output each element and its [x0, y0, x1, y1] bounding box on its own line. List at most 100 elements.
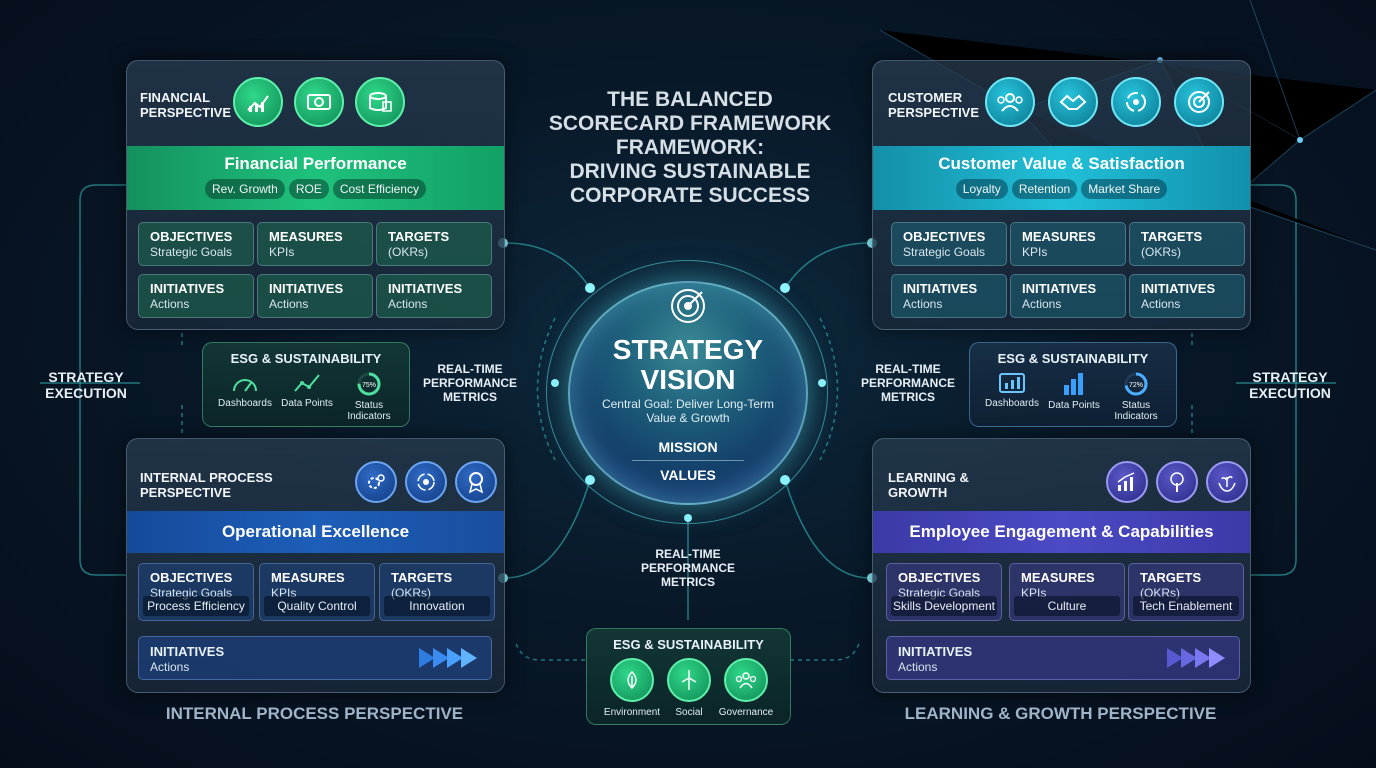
cell-heading: Objectives: [903, 229, 986, 244]
label-text: REAL-TIME: [655, 547, 721, 561]
cell-heading: Objectives: [150, 229, 233, 244]
internal-footer-label: INTERNAL PROCESS PERSPECTIVE: [165, 704, 464, 723]
divider: [632, 460, 744, 461]
line-chart-icon: [294, 374, 320, 392]
dashboards-item: Dashboards: [977, 371, 1047, 409]
cell-sub: Actions: [150, 297, 190, 311]
cell-sub: Strategic Goals: [150, 245, 233, 259]
cell-heading: Initiatives: [1141, 281, 1216, 296]
values-label: VALUES: [660, 467, 716, 483]
title-line: FRAMEWORK:: [615, 136, 765, 159]
item-label: Data Points: [281, 398, 333, 409]
handshake-icon: [1048, 77, 1098, 127]
item-label: Social: [675, 707, 703, 718]
cell-tag: Tech Enablement: [1133, 596, 1239, 616]
initiatives-cell: InitiativesActions: [1010, 274, 1126, 318]
bar-heading: Initiatives: [150, 644, 225, 659]
esg-title: ESG & SUSTAINABILITY: [613, 637, 764, 652]
title-line: CORPORATE SUCCESS: [570, 184, 810, 207]
item-label: Environment: [603, 707, 661, 718]
cell-heading: Initiatives: [903, 281, 978, 296]
panel-title: INTERNAL PROCESS PERSPECTIVE: [140, 470, 273, 500]
bar-heading: Initiatives: [898, 644, 973, 659]
chevron-arrows-icon: [419, 648, 477, 668]
objectives-cell: ObjectivesStrategic Goals: [138, 222, 254, 266]
cell-heading: Targets: [391, 570, 453, 585]
label-text: REAL-TIME: [875, 362, 941, 376]
title-line: SCORECARD FRAMEWORK: [548, 112, 832, 135]
title-text: LEARNING &: [888, 470, 969, 485]
title-text: PERSPECTIVE: [140, 485, 232, 500]
title-text: INTERNAL PROCESS: [140, 470, 273, 485]
status-indicators-item: 72% Status Indicators: [1101, 371, 1171, 422]
money-icon: [294, 77, 344, 127]
bar-sub: Actions: [150, 660, 190, 674]
cell-sub: Actions: [388, 297, 428, 311]
panel-title: CUSTOMER PERSPECTIVE: [888, 90, 979, 120]
award-icon: [455, 461, 497, 503]
chip-rev-growth: Rev. Growth: [205, 179, 285, 199]
label-text: PERFORMANCE: [860, 376, 955, 390]
initiatives-bar: Initiatives Actions: [138, 636, 492, 680]
esg-panel-right: ESG & SUSTAINABILITY Dashboards Data Poi…: [969, 342, 1177, 427]
sphere-orbit-ring: [546, 260, 828, 524]
goal-text: Central Goal: Deliver Long-Term: [601, 397, 775, 411]
cell-sub: Actions: [1022, 297, 1062, 311]
dashboards-item: Dashboards: [210, 371, 280, 409]
label-text: METRICS: [661, 575, 715, 589]
title-text: VISION: [640, 364, 736, 395]
learning-band: Employee Engagement & Capabilities: [873, 511, 1250, 553]
item-label: Status Indicators: [1114, 400, 1158, 422]
cell-heading: Objectives: [150, 570, 233, 585]
page-title: THE BALANCED SCORECARD FRAMEWORK FRAMEWO…: [525, 88, 855, 208]
cell-sub: Actions: [269, 297, 309, 311]
cell-sub: (OKRs): [1141, 245, 1181, 259]
esg-panel-left: ESG & SUSTAINABILITY Dashboards Data Poi…: [202, 342, 410, 427]
mission-label: MISSION: [658, 439, 718, 455]
chip-loyalty: Loyalty: [955, 179, 1008, 199]
chevron-arrows-icon: [1167, 648, 1225, 668]
cell-heading: Measures: [269, 229, 343, 244]
measures-cell: MeasuresKPIs: [257, 222, 373, 266]
central-goal: Central Goal: Deliver Long-Term Value & …: [570, 397, 806, 425]
cell-tag: Culture: [1014, 596, 1120, 616]
label-text: EXECUTION: [1249, 385, 1331, 401]
measures-cell: MeasuresKPIs: [1010, 222, 1126, 266]
label-text: REAL-TIME: [437, 362, 503, 376]
esg-title: ESG & SUSTAINABILITY: [997, 351, 1149, 366]
cell-heading: Initiatives: [1022, 281, 1097, 296]
label-text: STRATEGY: [1252, 369, 1328, 385]
cell-heading: Initiatives: [269, 281, 344, 296]
growth-chart-icon: [233, 77, 283, 127]
item-label: Governance: [718, 707, 774, 718]
targets-cell: Targets(OKRs): [376, 222, 492, 266]
title-text: GROWTH: [888, 485, 948, 500]
cell-heading: Targets: [1140, 570, 1202, 585]
status-percent: 72%: [1129, 382, 1143, 389]
band-title: Customer Value & Satisfaction: [938, 154, 1185, 173]
social-item: Social: [653, 658, 725, 718]
leaf-icon: [610, 658, 654, 702]
cell-heading: Initiatives: [150, 281, 225, 296]
cell-tag: Skills Development: [891, 596, 997, 616]
cell-heading: Targets: [1141, 229, 1203, 244]
status-ring: 75%: [357, 372, 381, 396]
chip-market-share: Market Share: [1081, 179, 1168, 199]
title-text: CUSTOMER: [888, 90, 963, 105]
title-line: DRIVING SUSTAINABLE: [569, 160, 811, 183]
people-icon: [985, 77, 1035, 127]
title-text: FINANCIAL: [140, 90, 211, 105]
learning-footer-label: LEARNING & GROWTH PERSPECTIVE: [904, 704, 1217, 723]
cell-sub: Actions: [1141, 297, 1181, 311]
bar-chart-icon: [1064, 373, 1083, 395]
hands-plant-icon: [1206, 461, 1248, 503]
internal-band: Operational Excellence: [127, 511, 504, 553]
data-points-item: Data Points: [1039, 371, 1109, 411]
title-text: PERSPECTIVE: [140, 105, 232, 120]
cell-tag: Innovation: [384, 596, 490, 616]
title-text: PERSPECTIVE: [888, 105, 980, 120]
cell-tag: Quality Control: [264, 596, 370, 616]
